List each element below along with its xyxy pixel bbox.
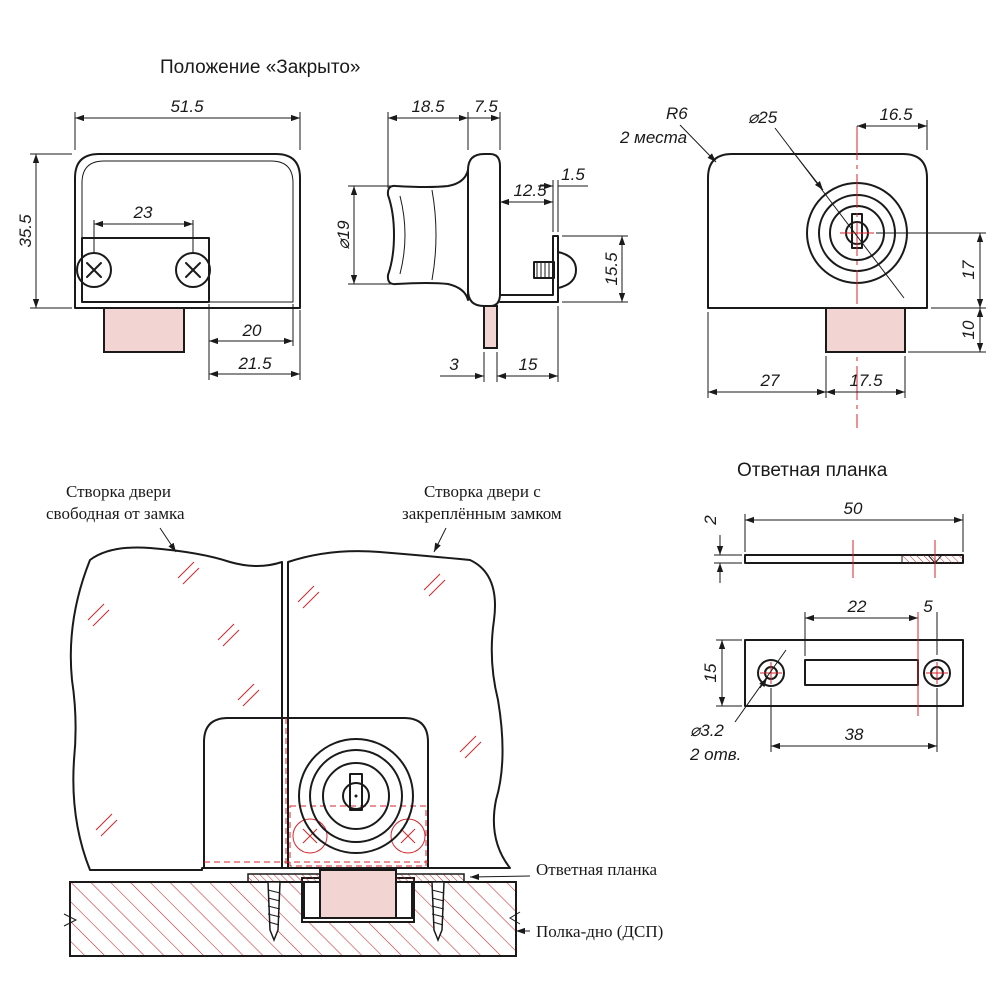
dim-cylinder-offset: 16.5	[879, 105, 913, 124]
dim-cylinder-height: 17	[959, 260, 978, 279]
side-knob	[386, 169, 469, 301]
dim-strike-width: 15	[701, 663, 720, 682]
front-view: 51.5 35.5 23 20 21.5	[16, 97, 301, 380]
dim-bracket-thickness: 1.5	[561, 165, 585, 184]
front-body-inner	[81, 160, 294, 303]
side-base	[467, 153, 501, 307]
right-glass-leaf	[287, 550, 511, 869]
shelf-screw-right-icon	[431, 881, 445, 943]
hidden-mount-plate	[289, 805, 427, 867]
dim-tongue-thickness: 3	[449, 355, 459, 374]
front-body-outline	[74, 153, 301, 309]
dim-slot-length: 22	[847, 597, 867, 616]
right-leaf-label-line1: Створка двери с	[424, 482, 541, 501]
dim-tongue-offset: 20	[242, 321, 262, 340]
screw-left-icon	[76, 252, 112, 288]
glass-reflections	[87, 561, 482, 837]
dim-bracket-height: 15.5	[602, 252, 621, 286]
strike-plate-body	[744, 639, 964, 707]
strike-plate-title: Ответная планка	[737, 460, 888, 481]
dim-screw-spacing: 23	[133, 203, 153, 222]
assembly-view: Створка двери свободная от замка Створка…	[46, 482, 663, 957]
front-tongue	[103, 307, 185, 353]
dim-hole-count: 2 отв.	[689, 745, 741, 764]
back-body-outline	[707, 153, 928, 309]
side-bracket	[499, 235, 559, 303]
shelf-section	[69, 881, 517, 957]
dim-strike-length: 50	[844, 499, 863, 518]
strike-plate-side: 50 2	[701, 499, 964, 583]
dim-tongue-offset-total: 21.5	[237, 354, 272, 373]
side-view: 18.5 7.5 ⌀19 12.5 1.5 15.5 3 15	[334, 97, 628, 382]
right-leaf-label-line2: закреплённым замком	[402, 504, 562, 523]
shelf-screw-left-icon	[267, 881, 281, 943]
front-mount-plate	[81, 237, 210, 303]
left-leaf-label-line1: Створка двери	[66, 482, 171, 501]
assembly-cylinder-icon	[298, 738, 414, 854]
dim-hole-diameter: ⌀3.2	[690, 721, 724, 740]
back-tongue	[825, 307, 906, 353]
dim-knob-diameter: ⌀19	[334, 220, 353, 250]
left-glass-leaf	[69, 546, 283, 871]
strike-plate-callout: Ответная планка	[536, 860, 658, 879]
dim-tongue-height: 10	[959, 320, 978, 339]
screw-right-icon	[175, 252, 211, 288]
dim-front-width: 51.5	[170, 97, 204, 116]
dim-back-left-width: 27	[760, 371, 780, 390]
dim-front-height: 35.5	[16, 214, 35, 248]
dim-bracket-depth: 12.5	[513, 181, 547, 200]
closed-position-title: Положение «Закрыто»	[160, 57, 360, 78]
dim-back-radius: R6	[666, 104, 688, 123]
strike-plate-section	[901, 554, 964, 564]
left-leaf-label-line2: свободная от замка	[46, 504, 185, 523]
dim-tongue-to-bracket: 15	[519, 355, 538, 374]
hidden-screw-left-icon	[292, 818, 328, 854]
dim-cylinder-diameter: ⌀25	[748, 108, 778, 127]
assembly-tongue	[319, 869, 397, 919]
dim-strike-thickness: 2	[701, 515, 720, 526]
shelf-callout: Полка-дно (ДСП)	[536, 922, 663, 941]
side-tongue	[483, 305, 498, 349]
strike-plate-top: 22 5 15 ⌀3.2 2 отв. 38	[689, 597, 964, 764]
back-view: R6 2 места ⌀25 16.5 17 10 27 17.5	[619, 104, 986, 428]
dim-hole-spacing: 38	[845, 725, 864, 744]
dim-base-thickness: 7.5	[474, 97, 498, 116]
assembly-lock-body	[203, 717, 429, 869]
dim-back-radius-note: 2 места	[619, 128, 687, 147]
dim-knob-length: 18.5	[411, 97, 445, 116]
dim-back-tongue-width: 17.5	[849, 371, 883, 390]
strike-plate-slot	[804, 659, 919, 686]
cam-screw-icon	[533, 251, 577, 289]
dim-slot-offset: 5	[923, 597, 933, 616]
